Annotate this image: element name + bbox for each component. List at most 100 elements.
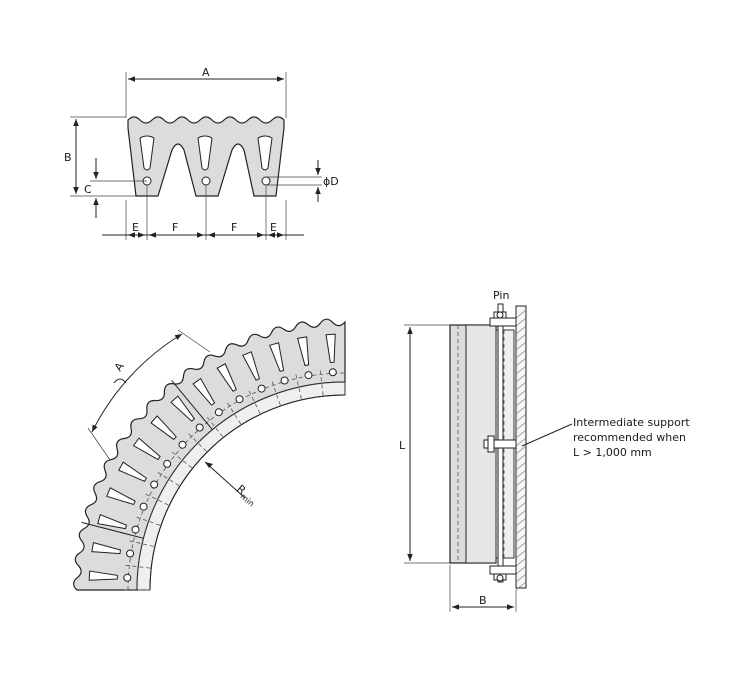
dim-a-arc-label: A <box>112 360 127 374</box>
profile-slot-3 <box>257 135 273 171</box>
arc-link-divider <box>319 367 324 396</box>
dim-e-right-label: E <box>270 221 277 234</box>
dim-l-label: L <box>399 439 406 452</box>
wall-hatch-line <box>515 557 527 567</box>
arc-link-hole <box>163 459 172 468</box>
wall-hatch-line <box>515 461 527 471</box>
arc-link-divider <box>186 431 207 452</box>
wall-hatch-line <box>515 445 527 455</box>
arc-link-divider <box>270 378 281 406</box>
dim-c-label: C <box>84 183 92 196</box>
arc-link-slot <box>106 487 136 506</box>
profile-hole-3 <box>261 176 271 186</box>
arc-link-hole <box>123 573 132 582</box>
arc-symbol <box>113 378 127 384</box>
arc-link-hole <box>131 525 140 534</box>
profile-slot-1 <box>139 135 155 171</box>
wall-hatch-line <box>515 389 527 399</box>
arc-link-hole <box>150 480 159 489</box>
wall-hatch-line <box>515 549 527 559</box>
wall-hatch-line <box>515 333 527 343</box>
wall-hatch-line <box>515 493 527 503</box>
wall-hatch <box>515 309 527 591</box>
wall-hatch-line <box>515 405 527 415</box>
arc-link-slot <box>216 363 237 392</box>
note-line-1: Intermediate support <box>573 416 690 429</box>
arc-link-divider <box>143 492 169 506</box>
arc-link-slot <box>97 514 128 530</box>
wall-hatch-line <box>515 565 527 575</box>
wall-hatch-line <box>515 357 527 367</box>
wall-hatch-line <box>515 373 527 383</box>
intermediate-support <box>483 439 517 449</box>
dim-f-right-label: F <box>231 221 237 234</box>
profile-slot-2 <box>197 135 213 171</box>
wall-hatch-line <box>515 341 527 351</box>
wall-hatch-line <box>515 429 527 439</box>
arc-link-divider <box>133 515 161 526</box>
arc-link-divider <box>169 449 193 469</box>
wall-hatch-line <box>515 437 527 447</box>
arc-link-slot <box>118 461 147 482</box>
wall-hatch-line <box>515 413 527 423</box>
wall-hatch-line <box>515 573 527 583</box>
note-leader <box>521 423 573 447</box>
arc-link-hole <box>280 376 289 385</box>
dim-b-label: B <box>64 151 72 164</box>
wall-hatch-line <box>515 365 527 375</box>
rmin-label: Rmin <box>233 482 260 508</box>
arc-link-hole <box>257 384 266 393</box>
arc-link-slot <box>192 377 216 406</box>
arc-link-hole <box>328 368 337 377</box>
wall-hatch-line <box>515 453 527 463</box>
arc-link-divider <box>225 400 242 425</box>
wall-hatch-line <box>515 317 527 327</box>
dim-d-label: ϕD <box>323 175 339 188</box>
arc-link-divider <box>126 539 154 547</box>
arc-link-divider <box>294 371 302 399</box>
wall-hatch-line <box>515 501 527 511</box>
wall-hatch-line <box>515 533 527 543</box>
wall-hatch-line <box>515 485 527 495</box>
arc-link-hole <box>304 371 313 380</box>
wall-hatch-line <box>515 469 527 479</box>
arc-link-divider <box>247 388 261 414</box>
arc-link-slot <box>132 437 161 461</box>
arc-segment-joint <box>81 521 144 539</box>
arc-link-slot <box>91 541 122 555</box>
wall-hatch-line <box>515 477 527 487</box>
dim-b-side-label: B <box>479 594 487 607</box>
pin-top-bracket <box>489 317 517 327</box>
arc-view: A Rmin <box>73 318 346 591</box>
wall-hatch-line <box>515 525 527 535</box>
pin-label: Pin <box>493 289 509 302</box>
wall-hatch-line <box>515 581 527 591</box>
arc-pitch-circle <box>127 372 346 591</box>
side-view: Pin L B Intermediate support recommended… <box>399 289 690 612</box>
profile-view: A B C ϕD E F F E <box>64 66 339 240</box>
arc-link-slot <box>325 333 336 363</box>
rmin-leader <box>204 461 246 499</box>
arc-links <box>81 333 337 591</box>
arc-link-slot <box>269 342 285 373</box>
arc-link-slot <box>88 570 118 581</box>
dim-e-left-label: E <box>132 221 139 234</box>
arc-link-divider <box>122 564 151 569</box>
wall-hatch-line <box>515 309 527 319</box>
wall-hatch-line <box>515 517 527 527</box>
dim-f-left-label: F <box>172 221 178 234</box>
profile-hole-2 <box>201 176 211 186</box>
arc-link-hole <box>195 423 204 432</box>
note-line-2: recommended when <box>573 431 686 444</box>
pin-bottom-bracket <box>489 565 517 575</box>
note-line-3: L > 1,000 mm <box>573 446 652 459</box>
arc-link-hole <box>178 440 187 449</box>
arc-link-slot <box>296 336 310 367</box>
wall-hatch-line <box>515 421 527 431</box>
arc-link-divider <box>155 470 180 487</box>
wall-hatch-line <box>515 325 527 335</box>
arc-link-hole <box>214 408 223 417</box>
wall-hatch-line <box>515 509 527 519</box>
arc-link-hole <box>235 395 244 404</box>
